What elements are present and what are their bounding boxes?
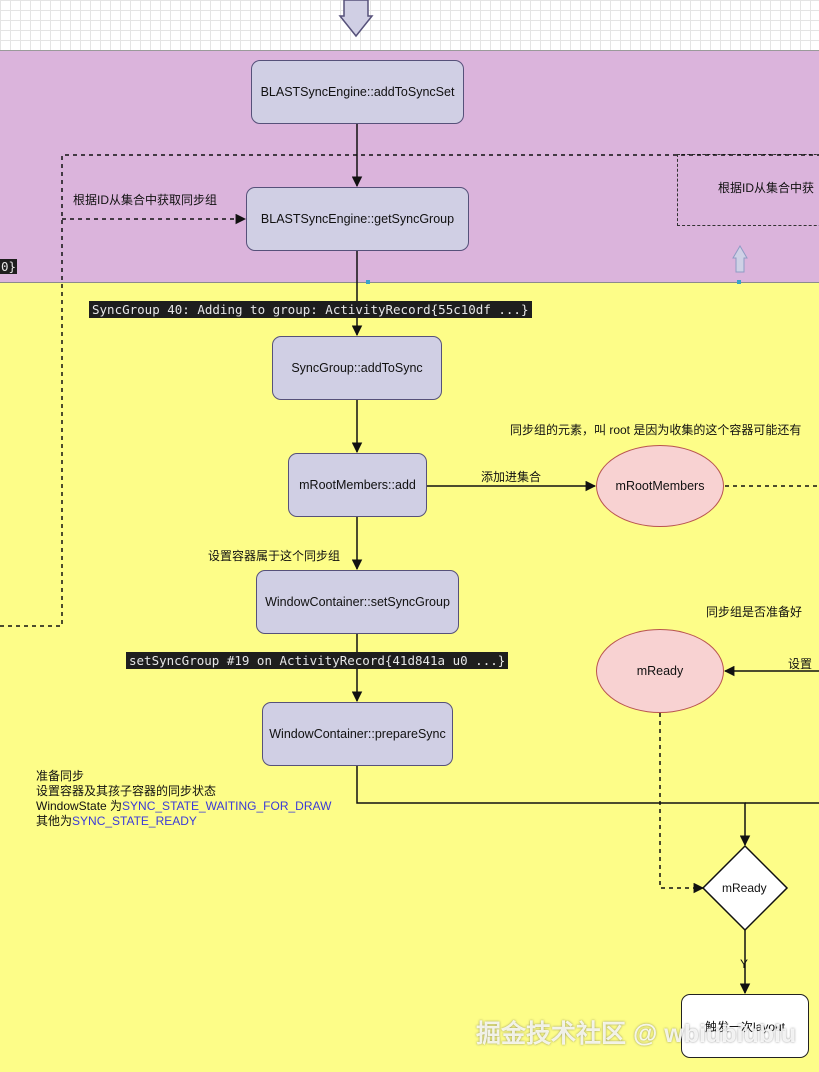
handle-marker	[737, 280, 741, 284]
note-prepare-sync: 准备同步 设置容器及其孩子容器的同步状态 WindowState 为SYNC_S…	[36, 769, 331, 829]
note-line: 其他为SYNC_STATE_READY	[36, 814, 331, 829]
note-prefix: 其他为	[36, 814, 73, 828]
label-ready-note: 同步组是否准备好	[706, 605, 803, 619]
ellipse-m-ready[interactable]: mReady	[596, 629, 724, 713]
node-sync-group-add-to-sync[interactable]: SyncGroup::addToSync	[272, 336, 442, 400]
note-line: WindowState 为SYNC_STATE_WAITING_FOR_DRAW	[36, 799, 331, 814]
label-set-container-group: 设置容器属于这个同步组	[208, 549, 341, 563]
edge-dashed-mready-decision	[659, 713, 705, 894]
node-get-sync-group[interactable]: BLASTSyncEngine::getSyncGroup	[246, 187, 469, 251]
note-state: SYNC_STATE_WAITING_FOR_DRAW	[122, 799, 332, 813]
ellipse-label: mRootMembers	[615, 479, 705, 493]
node-root-members-add[interactable]: mRootMembers::add	[288, 453, 427, 517]
label-yes: Y	[740, 957, 749, 971]
incoming-flow-arrow	[338, 0, 374, 38]
ellipse-label: mReady	[636, 664, 684, 678]
note-prefix: WindowState 为	[36, 799, 123, 813]
node-label: WindowContainer::prepareSync	[269, 727, 446, 741]
label-get-group-by-id-right: 根据ID从集合中获	[718, 181, 815, 195]
note-line: 设置容器及其孩子容器的同步状态	[36, 784, 217, 798]
small-up-arrow	[732, 245, 748, 273]
note-state: SYNC_STATE_READY	[72, 814, 197, 828]
label-get-group-by-id: 根据ID从集合中获取同步组	[73, 193, 218, 207]
log-set-sync-group: setSyncGroup #19 on ActivityRecord{41d84…	[126, 652, 509, 669]
node-label: mRootMembers::add	[299, 478, 416, 492]
decision-label: mReady	[722, 881, 767, 895]
node-label: BLASTSyncEngine::addToSyncSet	[260, 85, 455, 99]
node-final-layout[interactable]: 触发一次layout	[681, 994, 809, 1058]
note-line: 准备同步	[36, 769, 85, 783]
node-label: 触发一次layout	[704, 1019, 786, 1034]
edge-dashed-left-loop	[0, 154, 819, 627]
node-set-sync-group[interactable]: WindowContainer::setSyncGroup	[256, 570, 459, 634]
label-add-to-set: 添加进集合	[481, 470, 542, 484]
watermark: 掘金技术社区 @ wbiubiubiu	[476, 1020, 797, 1048]
log-sync-group-adding: SyncGroup 40: Adding to group: ActivityR…	[89, 301, 532, 318]
node-label: SyncGroup::addToSync	[291, 361, 423, 375]
canvas-grid	[0, 0, 819, 50]
label-left-edge-fragment: 0}	[0, 259, 18, 274]
node-label: BLASTSyncEngine::getSyncGroup	[260, 212, 455, 226]
label-set-right-fragment: 设置	[788, 657, 813, 671]
node-add-to-sync-set[interactable]: BLASTSyncEngine::addToSyncSet	[251, 60, 464, 124]
handle-marker	[366, 280, 370, 284]
node-label: WindowContainer::setSyncGroup	[265, 595, 450, 609]
label-root-members-note: 同步组的元素，叫 root 是因为收集的这个容器可能还有	[510, 423, 802, 437]
ellipse-root-members[interactable]: mRootMembers	[596, 445, 724, 527]
node-prepare-sync[interactable]: WindowContainer::prepareSync	[262, 702, 453, 766]
edge-preparesync-decision	[356, 766, 751, 847]
